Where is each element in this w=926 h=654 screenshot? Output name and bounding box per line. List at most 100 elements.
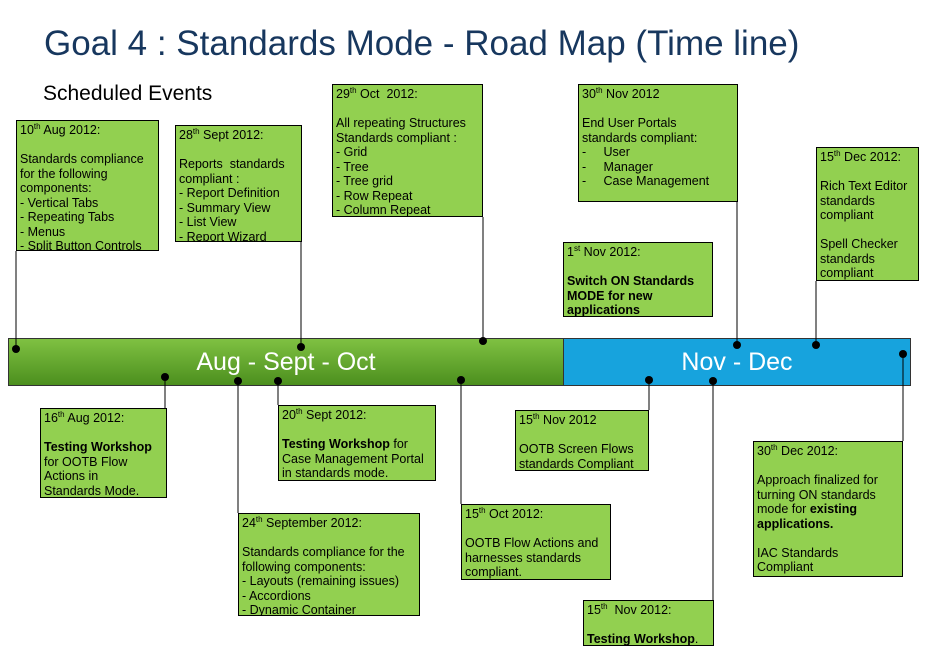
event-line: - Accordions [242,588,311,603]
event-line: 20th Sept 2012: [282,406,367,422]
band-label-nov-dec: Nov - Dec [681,347,793,376]
event-line: 24th September 2012: [242,514,362,530]
event-line: Standards compliance for the [242,545,405,559]
event-line: Spell Checker [820,237,898,251]
event-line: Case Management Portal [282,451,424,466]
event-line: 1st Nov 2012: [567,243,641,259]
event-line: - Column Repeat [336,203,431,217]
event-box-sep24: 24th September 2012: Standards compliance… [238,513,420,616]
event-line: 15th Nov 2012: [587,601,672,617]
event-line: mode for existing [757,502,858,516]
timeline-dot [274,377,282,385]
event-line: - Case Management [582,174,710,188]
event-line: 10th Aug 2012: [20,121,101,137]
event-line: standards Compliant [519,456,634,471]
event-line: 15th Dec 2012: [820,148,902,164]
event-line: OOTB Flow Actions and [465,536,599,550]
event-line: 29th Oct 2012: [336,85,418,101]
event-line [582,102,734,117]
event-line: 28th Sept 2012: [179,126,264,142]
event-line: - Tree grid [336,174,393,188]
event-line: 15th Oct 2012: [465,505,544,521]
event-line: Testing Workshop for [282,437,408,451]
event-line: 15th Nov 2012 [519,411,597,427]
event-line: - Summary View [179,200,271,215]
event-line: standards [820,251,875,266]
timeline-dot [457,376,465,384]
event-line: - Menus [20,224,66,239]
event-line: All repeating Structures [336,116,466,130]
timeline-dot [479,337,487,345]
event-line: 16th Aug 2012: [44,409,125,425]
event-line: - Split Button Controls [20,239,142,251]
timeline-dot [234,377,242,385]
event-box-nov15b: 15th Nov 2012: Testing Workshop. [583,600,714,646]
event-line: Standards compliant : [336,130,457,145]
timeline-dot [899,350,907,358]
event-line: compliant [820,208,874,222]
section-subtitle: Scheduled Events [43,82,213,105]
event-line: - Manager [582,159,653,174]
event-line: Reports standards [179,157,285,171]
event-line: applications. [757,516,834,531]
event-line: - List View [179,215,237,229]
event-line: compliant [820,266,874,280]
timeline-dot [297,343,305,351]
event-line: Approach finalized for [757,473,878,487]
event-line: compliant : [179,171,240,186]
event-line: IAC Standards [757,545,839,560]
timeline-dot [733,341,741,349]
event-line [44,426,163,441]
event-line [757,459,899,474]
event-line: following components: [242,559,366,574]
event-line: 30th Nov 2012 [582,85,660,101]
event-line: - Tree [336,159,369,174]
event-line [820,223,915,238]
event-line: Testing Workshop. [587,632,699,646]
event-line: End User Portals [582,116,677,130]
band-label-aug-oct: Aug - Sept - Oct [196,347,376,376]
timeline-band-aug-oct: Aug - Sept - Oct [8,338,564,386]
event-line: Switch ON Standards [567,274,695,288]
event-line: in standards mode. [282,466,389,480]
timeline-dot [812,341,820,349]
event-line: - User [582,145,630,159]
event-line: applications [567,303,640,317]
event-line: standards [820,193,875,208]
page-title: Goal 4 : Standards Mode - Road Map (Time… [44,24,800,63]
event-line: Compliant [757,560,814,574]
event-line [567,260,709,275]
event-line [465,522,607,537]
event-line: for OOTB Flow [44,454,128,469]
event-line: Actions in [44,469,99,483]
event-line: - Vertical Tabs [20,195,99,210]
event-line [242,531,416,546]
timeline-dot [161,373,169,381]
event-line: - Row Repeat [336,188,413,203]
event-line: OOTB Screen Flows [519,442,634,456]
event-line: - Repeating Tabs [20,210,115,224]
event-line: Testing Workshop [44,440,152,454]
timeline-dot [645,376,653,384]
event-line [282,423,432,438]
event-line: - Report Definition [179,186,280,200]
event-line: - Report Wizard [179,229,267,242]
event-line [757,531,899,546]
event-line: - Layouts (remaining issues) [242,574,400,588]
event-line [519,428,645,443]
event-line: Rich Text Editor [820,179,908,193]
event-line [20,138,155,153]
event-line: 30th Dec 2012: [757,442,839,458]
